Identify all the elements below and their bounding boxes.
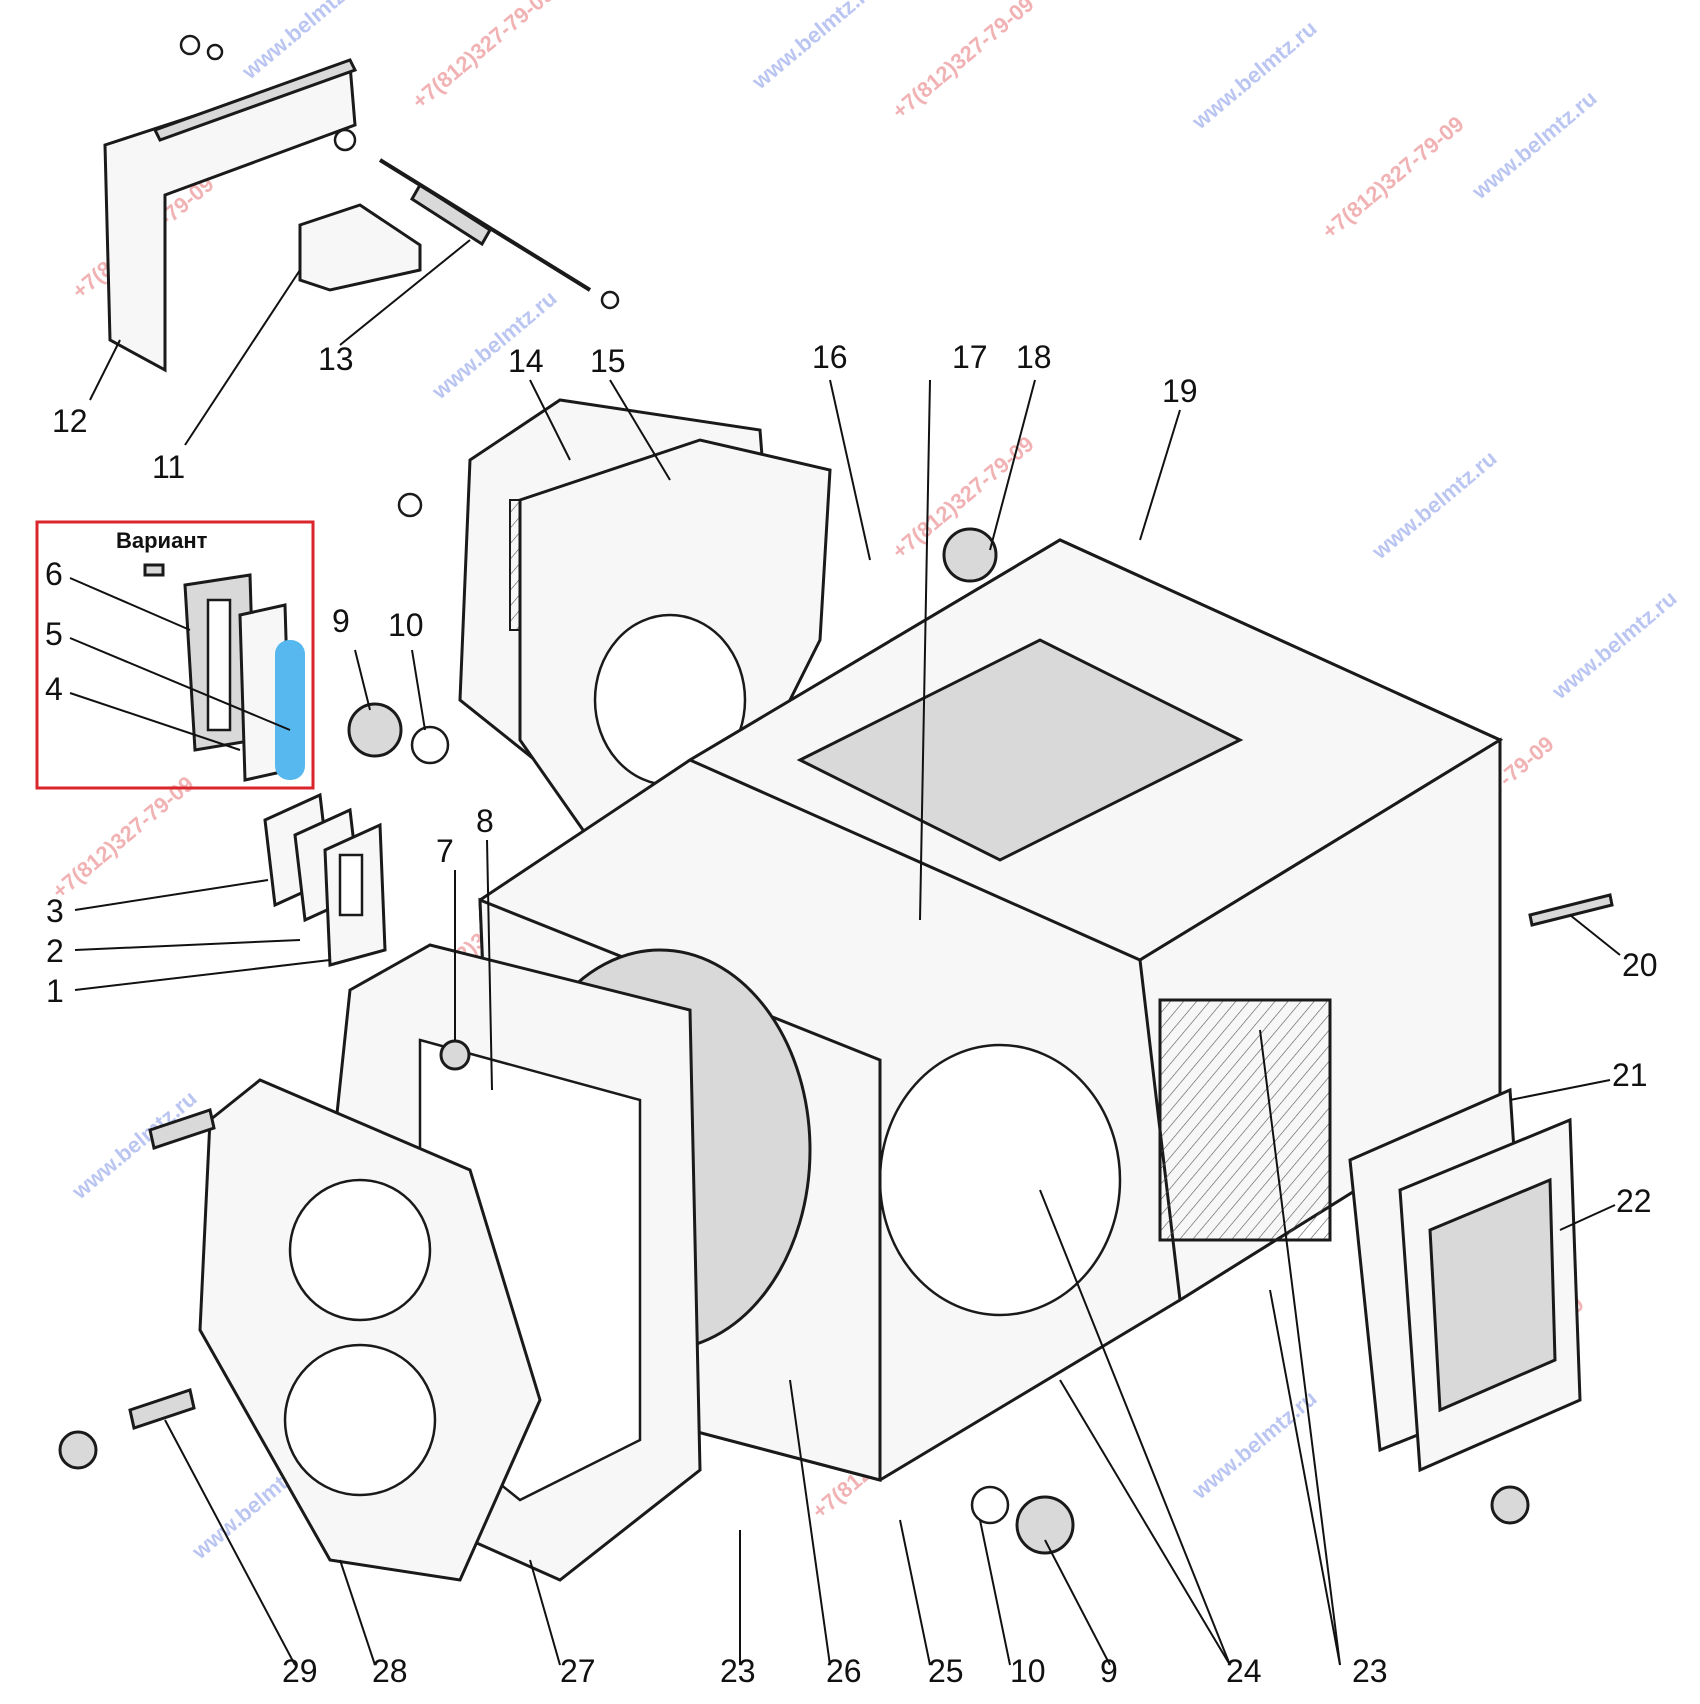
part-11-clip: [298, 203, 422, 292]
part-12-bracket: [103, 34, 358, 373]
variant-title: Вариант: [116, 528, 208, 553]
callout-27: 27: [560, 1653, 596, 1689]
callout-13: 13: [318, 341, 354, 377]
watermark-site: www.belmtz.ru: [1546, 585, 1681, 704]
callout-10-bottom: 10: [1010, 1653, 1046, 1689]
callout-15: 15: [590, 343, 626, 379]
part-1-3-cover-pack: [263, 792, 387, 967]
part-13-rod: [378, 158, 620, 310]
variant-gasket-4: [275, 640, 305, 780]
callout-28: 28: [372, 1653, 408, 1689]
callout-9-bottom: 9: [1100, 1653, 1118, 1689]
callout-1: 1: [46, 973, 64, 1009]
callout-12: 12: [52, 403, 88, 439]
callout-24: 24: [1226, 1653, 1262, 1689]
variant-label-5: 5: [45, 616, 63, 652]
callout-14: 14: [508, 343, 544, 379]
watermark-site: www.belmtz.ru: [1186, 15, 1321, 134]
callout-2: 2: [46, 933, 64, 969]
watermark-site: www.belmtz.ru: [66, 1085, 201, 1204]
callout-labels: 12 11 13 14 15 16 17 18 19 9 10 7 8 3 2 …: [46, 339, 1658, 1689]
callout-20: 20: [1622, 947, 1658, 983]
part-22-cover: [1398, 1117, 1582, 1473]
watermark-site: www.belmtz.ru: [746, 0, 881, 94]
watermark-site: www.belmtz.ru: [1186, 1385, 1321, 1504]
watermark-phone: +7(812)327-79-09: [407, 0, 558, 114]
callout-11: 11: [152, 449, 185, 485]
callout-29: 29: [282, 1653, 318, 1689]
watermark-phone: +7(812)327-79-09: [47, 771, 198, 904]
callout-18: 18: [1016, 339, 1052, 375]
callout-3: 3: [46, 893, 64, 929]
part-19-housing: [478, 538, 1504, 1482]
variant-bolt: [143, 563, 165, 577]
leader-lines: [74, 239, 1621, 1666]
callout-9: 9: [332, 603, 350, 639]
variant-label-4: 4: [45, 671, 63, 707]
variant-frame: [35, 520, 315, 790]
callout-23-bottom: 23: [1352, 1653, 1388, 1689]
callout-25: 25: [928, 1653, 964, 1689]
callout-16: 16: [812, 339, 848, 375]
watermark-phone: +7(812)327-79-09: [1317, 111, 1468, 244]
variant-inset: Вариант 6 5 4: [35, 520, 315, 790]
variant-label-6: 6: [45, 556, 63, 592]
callout-7: 7: [436, 833, 454, 869]
callout-22: 22: [1616, 1183, 1652, 1219]
part-28-cover: [198, 1078, 542, 1582]
callout-21: 21: [1612, 1057, 1648, 1093]
callout-17: 17: [952, 339, 988, 375]
watermark-phone: +7(812)327-79-09: [887, 0, 1038, 124]
callout-8: 8: [476, 803, 494, 839]
callout-19: 19: [1162, 373, 1198, 409]
watermark-site: www.belmtz.ru: [1366, 445, 1501, 564]
fasteners: [58, 527, 1614, 1555]
callout-26: 26: [826, 1653, 862, 1689]
callout-10: 10: [388, 607, 424, 643]
watermark-site: www.belmtz.ru: [1466, 85, 1601, 204]
callout-23: 23: [720, 1653, 756, 1689]
